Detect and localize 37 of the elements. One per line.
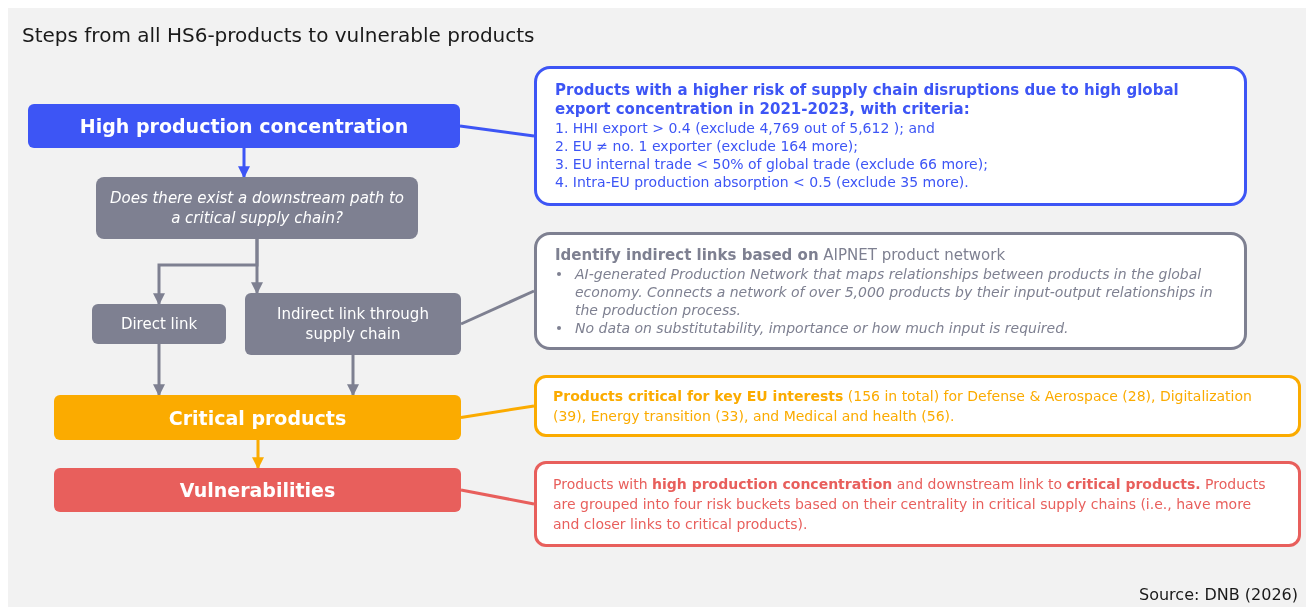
node-text: Indirect link through supply chain (276, 304, 430, 344)
arrow (251, 239, 263, 295)
node-text: Does there exist a downstream path to a critical supply chain? (108, 188, 406, 228)
process-box (54, 468, 461, 512)
node-text: Products critical for key EU interests (156 in total) for Defense & Aerospace (28), Digitalization (39), Energy transition (33), and Medical and health (56). (553, 387, 1253, 426)
connector-line (460, 404, 535, 419)
arrow (347, 355, 359, 397)
connector-line (460, 488, 535, 506)
info-box (534, 66, 1247, 206)
info-box (534, 232, 1247, 350)
info-heading: Products with a higher risk of supply chain disruptions due to high global export concentration in 2021-2023, with criteria: (555, 81, 1180, 119)
info-box (534, 461, 1301, 547)
criteria-item: 2. EU ≠ no. 1 exporter (exclude 164 more); (555, 137, 860, 155)
node-text: Critical products (167, 407, 348, 428)
node-text: Products with high production concentration and downstream link to critical products. Products are grouped into four risk buckets based on their centrality in critical supply chains (i.e., have more and closer links to critical products). (553, 475, 1267, 534)
criteria-item: 3. EU internal trade < 50% of global trade (exclude 66 more); (555, 155, 989, 173)
arrow (238, 148, 250, 179)
info-box (534, 375, 1301, 437)
criteria-item: 1. HHI export > 0.4 (exclude 4,769 out of 5,612 ); and (555, 119, 936, 137)
process-box (28, 104, 460, 148)
bullet-text: No data on substitutability, importance or how much input is required. (575, 319, 1069, 337)
node-text: Direct link (119, 314, 199, 334)
process-box (92, 304, 226, 344)
node-text: High production concentration (78, 116, 410, 136)
connector-line (459, 124, 535, 138)
info-heading: Identify indirect links based on AIPNET product network (555, 245, 1007, 265)
bullet-text: AI-generated Production Network that maps relationships between products in the global economy. Connects a network of over 5,000 products by their input-output relationships in the production process. (575, 265, 1214, 319)
decision-box (96, 177, 418, 239)
node-text: Vulnerabilities (178, 480, 337, 500)
process-box (245, 293, 461, 355)
process-box (54, 395, 461, 440)
criteria-item: 4. Intra-EU production absorption < 0.5 (exclude 35 more). (555, 173, 970, 191)
source-note: Source: DNB (2026) (1139, 584, 1298, 606)
arrow (153, 344, 165, 397)
diagram-title: Steps from all HS6-products to vulnerable products (22, 22, 535, 49)
connector-line (460, 289, 535, 326)
arrow (252, 440, 264, 470)
